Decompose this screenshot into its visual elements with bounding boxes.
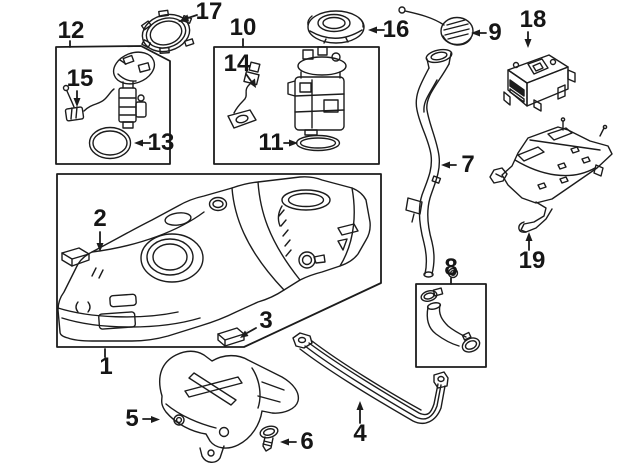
fuel-tank-icon (57, 176, 371, 342)
seal-o-ring-icon (295, 134, 341, 152)
callout-8-label: 8 (444, 254, 458, 281)
callout-2-label: 2 (93, 205, 107, 232)
clamp-ring-icon (447, 267, 459, 279)
group-box-10 (213, 46, 380, 165)
callout-17-arrow (178, 14, 198, 22)
callout-18-arrow (524, 31, 532, 48)
tank-strap-icon (292, 332, 449, 425)
callout-2-arrow (96, 231, 104, 252)
callout-11-label: 11 (258, 129, 284, 156)
callout-4-arrow (356, 401, 364, 424)
fuel-pump-control-module-icon (503, 54, 576, 112)
insulator-pad-icon (217, 327, 245, 347)
fuel-pump-module-icon (287, 46, 347, 136)
callout-9-label: 9 (488, 19, 502, 46)
callout-6-arrow (280, 438, 297, 446)
filler-neck-seal-icon (307, 10, 365, 44)
callout-19-arrow (525, 232, 533, 251)
callout-15-arrow (73, 90, 81, 107)
callout-10-label: 10 (229, 14, 257, 41)
insulator-pad-icon (61, 247, 90, 267)
callout-14-label: 14 (223, 50, 251, 77)
group-box-1 (56, 173, 382, 348)
callout-5-label: 5 (125, 405, 139, 432)
mounting-bracket-icon (489, 117, 613, 233)
fuel-pump-module-icon (112, 51, 156, 129)
callout-3-label: 3 (259, 307, 273, 334)
callout-15-label: 15 (66, 65, 94, 92)
callout-18-label: 18 (519, 6, 547, 33)
callout-9-arrow (471, 29, 487, 37)
callout-19-label: 19 (518, 247, 546, 274)
filler-pipe-icon (405, 48, 453, 278)
callout-6-label: 6 (300, 428, 314, 455)
lock-ring-icon (140, 9, 195, 54)
callout-12-label: 12 (57, 17, 85, 44)
callout-13-arrow (134, 139, 151, 147)
callout-3-arrow (240, 327, 257, 338)
callout-leaders (69, 14, 533, 446)
callout-16-label: 16 (382, 16, 410, 43)
filler-hose-icon (420, 287, 481, 353)
seal-o-ring-icon (88, 126, 132, 160)
callout-4-label: 4 (353, 420, 367, 447)
wiring-connector-icon (62, 84, 115, 122)
heat-shield-icon (158, 350, 300, 463)
callout-17-label: 17 (195, 0, 223, 25)
push-pin-fastener-icon (259, 425, 279, 452)
group-box-12 (55, 45, 171, 165)
callout-11-arrow (283, 139, 298, 147)
callout-7-label: 7 (461, 151, 475, 178)
fuel-cap-icon (398, 6, 474, 46)
callout-1-label: 1 (99, 353, 113, 380)
group-box-8 (415, 283, 487, 368)
callout-5-arrow (142, 416, 160, 423)
callout-16-arrow (368, 26, 385, 34)
callout-14-arrow (245, 73, 256, 88)
callout-13-label: 13 (147, 129, 175, 156)
callout-7-arrow (441, 161, 457, 169)
